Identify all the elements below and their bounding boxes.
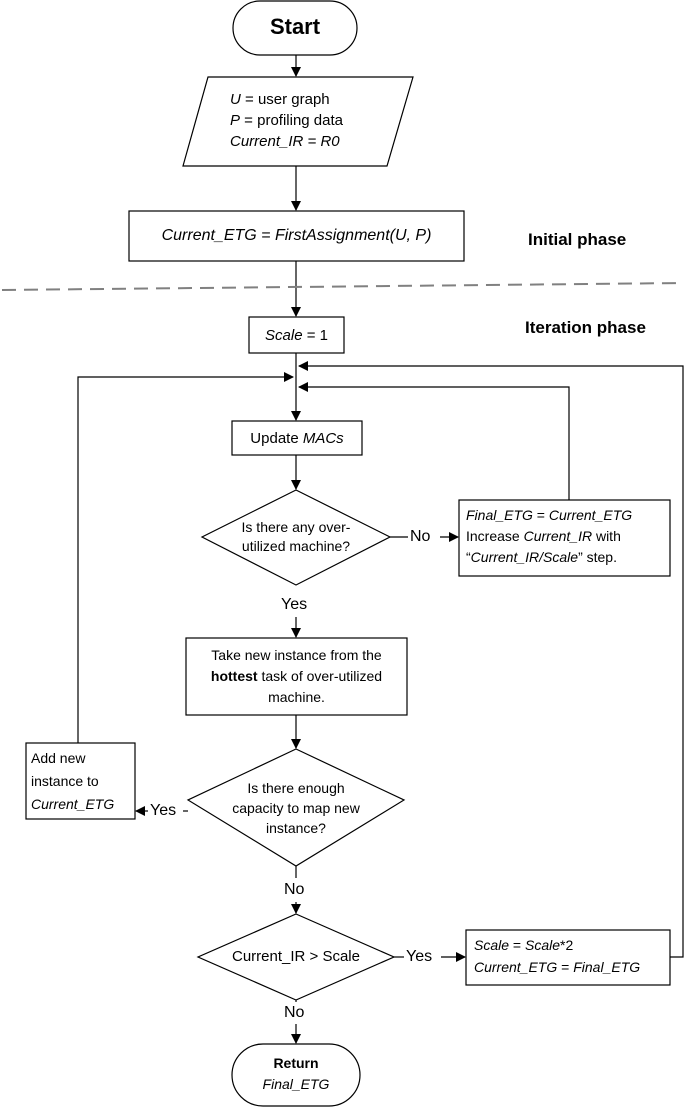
add-instance-line-1: Add new: [31, 750, 86, 766]
scale-question-label: Current_IR > Scale: [232, 948, 360, 965]
update-macs-box: [231, 420, 363, 456]
overutilized-no-label: No: [410, 528, 431, 545]
start-label: Start: [269, 14, 321, 39]
overutilized-question-line-1: Is there any over-: [241, 519, 351, 535]
return-label-line-1: Return: [273, 1055, 319, 1071]
scale-update-line-1: Scale = Scale*2: [474, 937, 574, 953]
inputs-line-2: P = profiling data: [230, 112, 344, 129]
inputs-line-1: U = user graph: [230, 91, 330, 108]
take-instance-line-2: hottest task of over-utilized: [210, 668, 383, 684]
phase-divider: [1, 282, 684, 291]
capacity-question-line-3: instance?: [266, 820, 326, 836]
return-label-line-2: Final_ETG: [262, 1076, 330, 1092]
scale-no-label: No: [284, 1004, 305, 1021]
final-box-line-2: Increase Current_IR with: [466, 528, 621, 544]
update-macs-label: Update MACs: [250, 430, 344, 447]
capacity-no-label: No: [284, 881, 305, 898]
final-box-line-1: Final_ETG = Current_ETG: [466, 507, 633, 523]
final-etg-box: [458, 499, 671, 577]
arrow-final-loop: [298, 382, 570, 500]
arrow-add-loop: [77, 372, 294, 743]
overutilized-yes-label: Yes: [281, 596, 308, 613]
add-instance-box: [25, 742, 136, 820]
overutilized-decision: [200, 489, 392, 586]
add-instance-line-3: Current_ETG: [31, 796, 115, 812]
inputs-parallelogram: [182, 76, 414, 167]
first-assignment-label: Current_ETG = FirstAssignment(U, P): [161, 227, 432, 244]
final-box-line-3: “Current_IR/Scale” step.: [466, 549, 617, 565]
scale-update-line-2: Current_ETG = Final_ETG: [474, 959, 641, 975]
initial-phase-label: Initial phase: [528, 230, 627, 249]
inputs-line-3: Current_IR = R0: [230, 133, 340, 150]
overutilized-question-line-2: utilized machine?: [241, 538, 351, 554]
scale-init-label: Scale = 1: [265, 327, 328, 344]
capacity-yes-label: Yes: [150, 802, 177, 819]
add-instance-line-2: instance to: [31, 773, 99, 789]
take-instance-line-1: Take new instance from the: [211, 647, 382, 663]
iteration-phase-label: Iteration phase: [525, 318, 646, 337]
capacity-question-line-1: Is there enough: [247, 780, 345, 796]
capacity-question-line-2: capacity to map new: [232, 800, 360, 816]
start-terminal: [232, 0, 358, 56]
scale-yes-label: Yes: [406, 948, 433, 965]
return-terminal: [231, 1043, 361, 1107]
take-instance-line-3: machine.: [268, 689, 325, 705]
arrow-scale-loop: [298, 361, 684, 958]
